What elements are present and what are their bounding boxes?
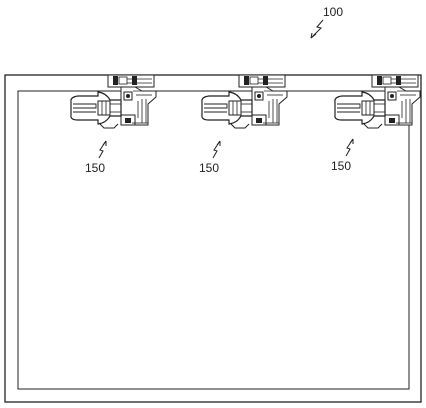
- gripper-unit-3: [334, 74, 421, 129]
- reference-leader-unit-3: [345, 138, 354, 157]
- reference-leader-unit-1: [98, 140, 107, 159]
- reference-leader-main: [310, 19, 324, 39]
- reference-label-main: 100: [323, 5, 343, 19]
- inner-frame: [17, 90, 410, 390]
- outer-frame: [4, 74, 422, 403]
- reference-label-unit-2: 150: [199, 161, 219, 175]
- gripper-unit-1: [70, 74, 157, 129]
- reference-label-unit-1: 150: [85, 161, 105, 175]
- reference-label-unit-3: 150: [331, 159, 351, 173]
- gripper-unit-2: [201, 74, 288, 129]
- reference-leader-unit-2: [212, 140, 221, 159]
